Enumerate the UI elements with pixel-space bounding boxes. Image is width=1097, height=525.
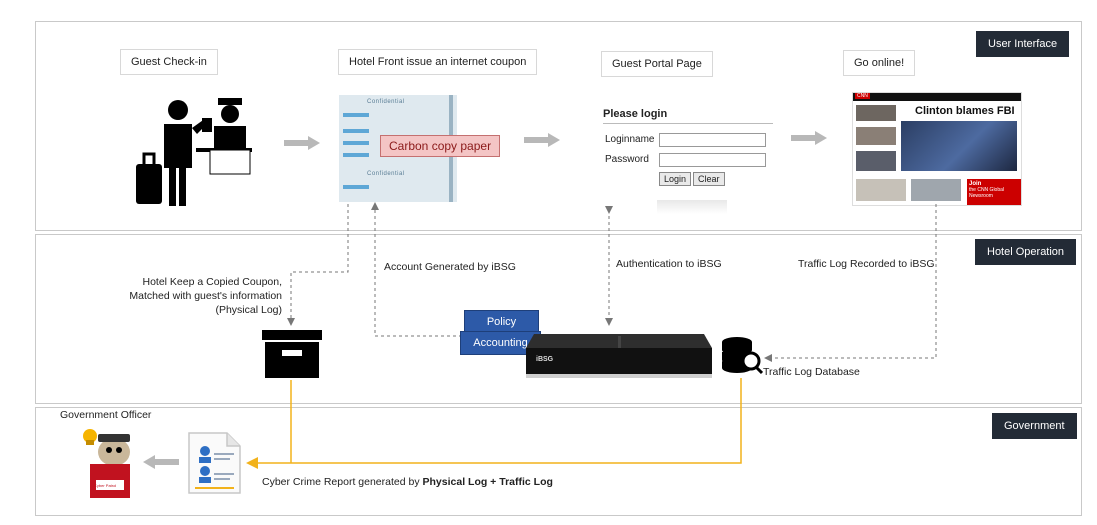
news-promo-text: the CNN Global Newsroom	[969, 187, 1005, 199]
step-coupon: Hotel Front issue an internet coupon	[338, 49, 538, 75]
report-document-icon	[188, 432, 241, 494]
news-page-image: CNN Clinton blames FBI Join the CNN Glob…	[852, 92, 1022, 206]
account-generated-label: Account Generated by iBSG	[384, 261, 516, 273]
arrow-right-icon	[284, 136, 320, 150]
coupon-header-bottom: Confidential	[367, 171, 405, 177]
database-label: Traffic Log Database	[763, 366, 860, 378]
news-thumb	[856, 151, 896, 171]
news-thumb	[856, 127, 896, 145]
check-in-icon	[136, 98, 252, 206]
password-label: Password	[605, 154, 649, 165]
copied-coupon-line-2: Matched with guest's information	[129, 290, 282, 302]
carbon-copy-label: Carbon copy paper	[380, 135, 501, 157]
archive-box-icon	[262, 330, 322, 378]
loginname-input[interactable]	[659, 133, 766, 147]
coupon-header: Confidential	[367, 99, 405, 105]
coupon-row	[343, 141, 369, 145]
news-topbar	[853, 93, 1021, 101]
step-check-in: Guest Check-in	[120, 49, 218, 75]
ibsg-device-shape	[526, 334, 712, 378]
traffic-recorded-label: Traffic Log Recorded to iBSG	[798, 258, 935, 270]
step-portal: Guest Portal Page	[601, 51, 713, 77]
step-online: Go online!	[843, 50, 916, 76]
cyber-patrol-badge: Cyber Patrol	[94, 483, 117, 488]
news-thumb	[856, 179, 906, 201]
login-page-image: Please login Loginname Password Login Cl…	[597, 100, 775, 218]
user-interface-tag: User Interface	[976, 31, 1070, 57]
ibsg-brand: iBSG	[536, 356, 554, 363]
arrow-right-icon	[524, 133, 560, 147]
authentication-label: Authentication to iBSG	[616, 258, 722, 270]
news-headline: Clinton blames FBI	[915, 105, 1015, 117]
ibsg-device: iBSG	[526, 332, 712, 380]
news-main-photo	[901, 121, 1017, 171]
report-label: Cyber Crime Report generated by Physical…	[262, 476, 553, 488]
report-prefix: Cyber Crime Report generated by	[262, 476, 423, 488]
news-promo: Join the CNN Global Newsroom	[967, 179, 1021, 205]
coupon-row	[343, 129, 369, 133]
copied-coupon-line-3: (Physical Log)	[215, 304, 282, 316]
login-button[interactable]: Login	[659, 172, 692, 186]
arrow-right-icon	[791, 131, 827, 145]
login-title: Please login	[603, 108, 668, 120]
copied-coupon-label: Hotel Keep a Copied Coupon, Matched with…	[110, 275, 282, 317]
police-officer-icon	[83, 429, 130, 498]
coupon-row	[343, 153, 369, 157]
news-thumb	[856, 105, 896, 121]
cnn-logo: CNN	[855, 93, 870, 99]
clear-button[interactable]: Clear	[693, 172, 725, 186]
policy-button[interactable]: Policy	[464, 310, 539, 334]
login-divider	[603, 123, 773, 124]
government-tag: Government	[992, 413, 1077, 439]
coupon-row	[343, 113, 369, 117]
loginname-label: Loginname	[605, 134, 655, 145]
login-fade	[657, 200, 727, 214]
password-input[interactable]	[659, 153, 766, 167]
copied-coupon-line-1: Hotel Keep a Copied Coupon,	[142, 276, 282, 288]
news-promo-title: Join	[969, 181, 982, 187]
news-thumb	[911, 179, 961, 201]
coupon-row	[343, 185, 369, 189]
database-icon	[722, 337, 763, 375]
hotel-operation-tag: Hotel Operation	[975, 239, 1077, 265]
report-bold: Physical Log + Traffic Log	[422, 476, 553, 488]
arrow-left-icon	[143, 455, 179, 469]
officer-label: Government Officer	[60, 409, 152, 421]
